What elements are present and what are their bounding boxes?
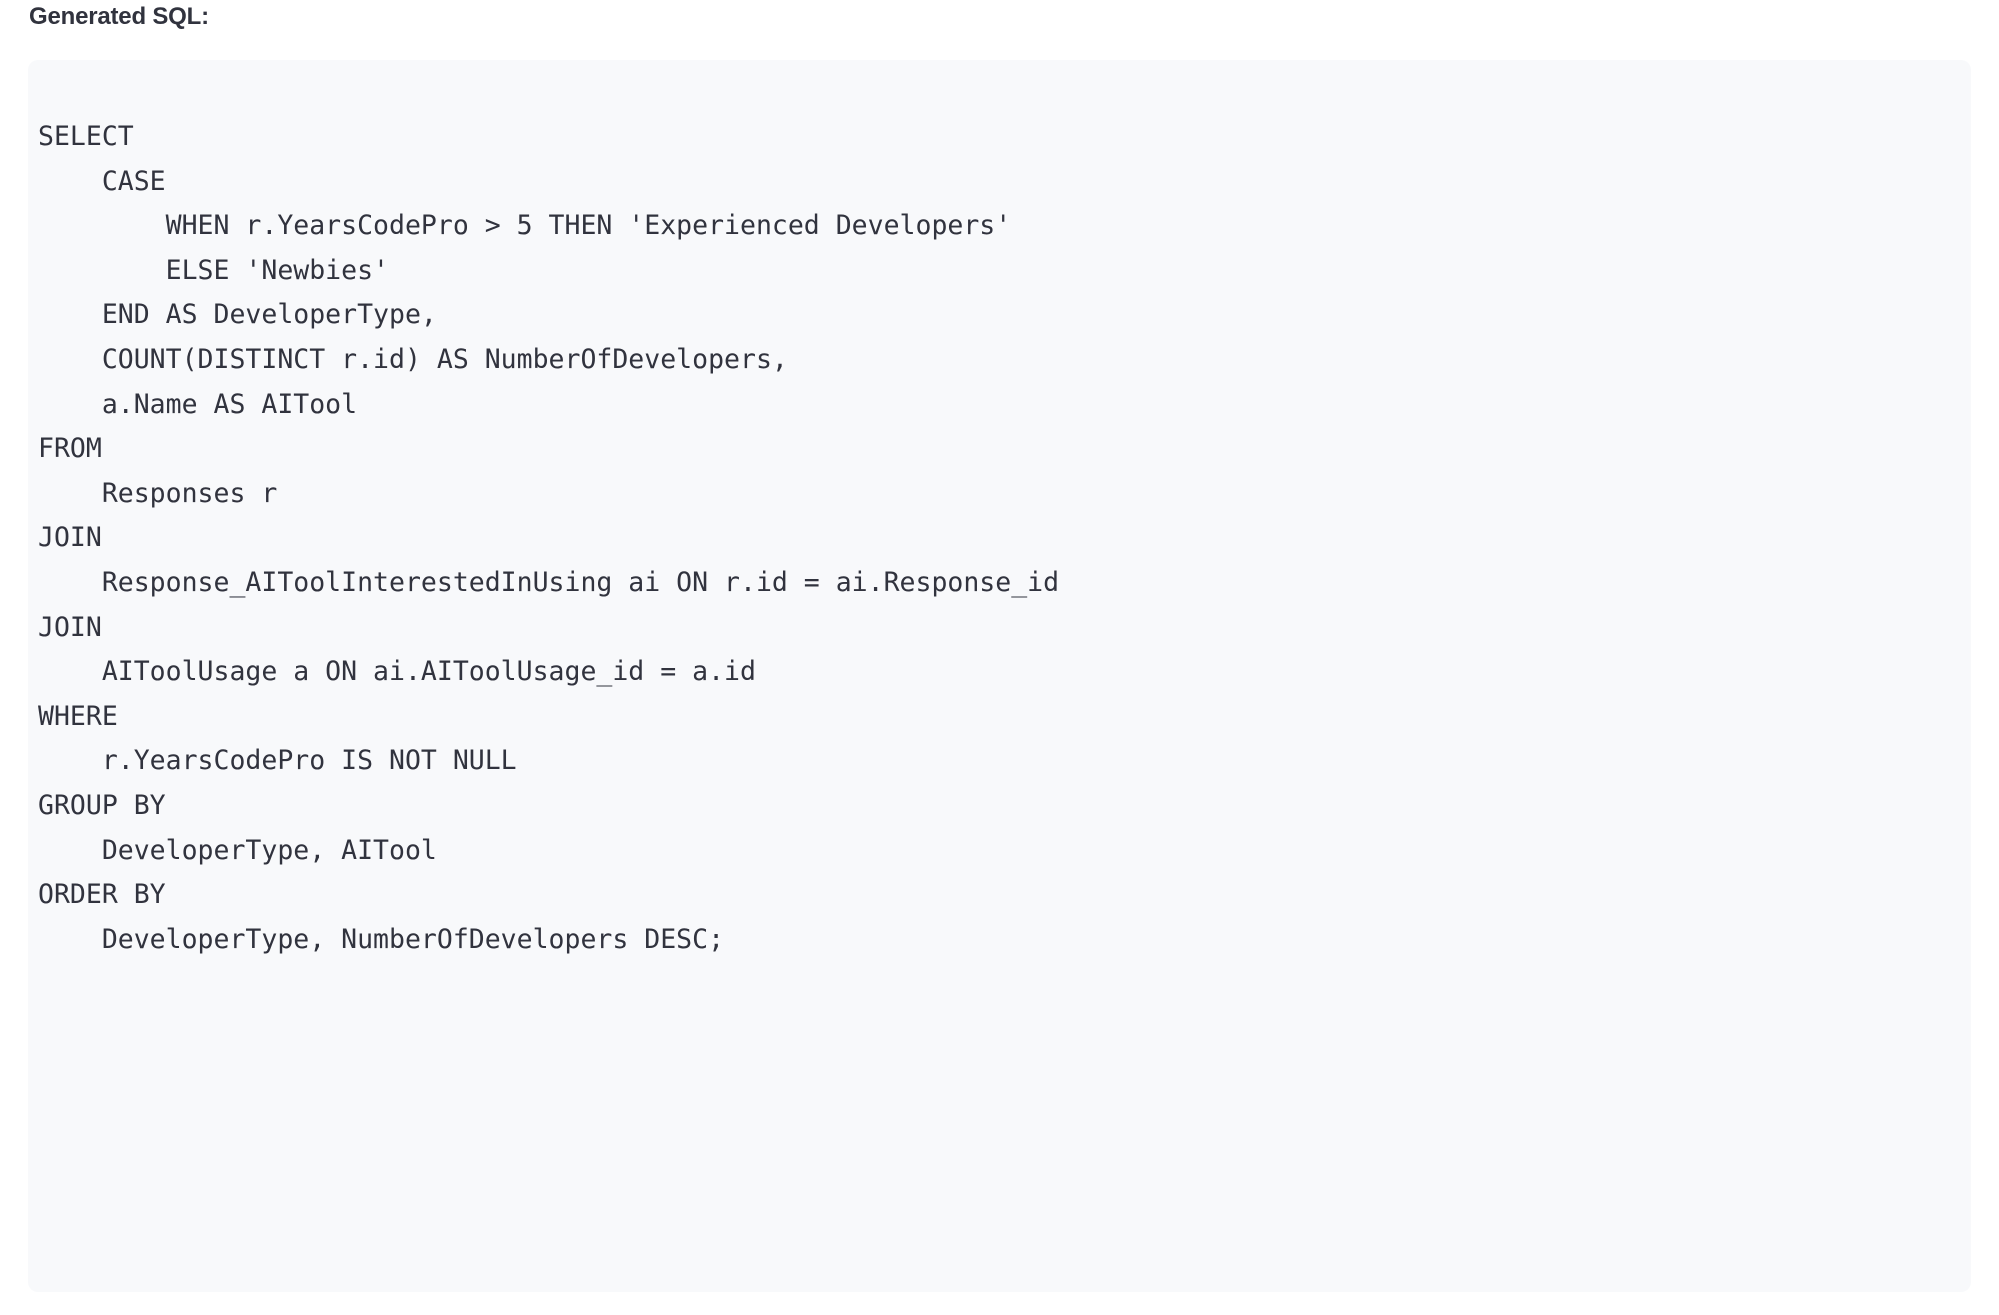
sql-code-line: ELSE 'Newbies' xyxy=(38,254,389,286)
sql-code-line: DeveloperType, NumberOfDevelopers DESC; xyxy=(38,923,725,955)
sql-code-line: CASE xyxy=(38,165,166,197)
sql-code-line: JOIN xyxy=(38,611,102,643)
sql-code-scroll-area[interactable]: SELECT CASE WHEN r.YearsCodePro > 5 THEN… xyxy=(28,60,1971,1292)
sql-code-line: r.YearsCodePro IS NOT NULL xyxy=(38,745,517,777)
sql-code-line: Response_AIToolInterestedInUsing ai ON r… xyxy=(38,566,1060,598)
sql-code-line: ORDER BY xyxy=(38,879,166,911)
sql-code-line: WHERE xyxy=(38,700,118,732)
sql-code-block: SELECT CASE WHEN r.YearsCodePro > 5 THEN… xyxy=(28,60,1971,1292)
sql-code-line: DeveloperType, AITool xyxy=(38,834,437,866)
page-title: Generated SQL: xyxy=(29,3,209,30)
sql-code-line: END AS DeveloperType, xyxy=(38,299,437,331)
sql-code-line: WHEN r.YearsCodePro > 5 THEN 'Experience… xyxy=(38,210,1012,242)
sql-code-line: AIToolUsage a ON ai.AIToolUsage_id = a.i… xyxy=(38,656,756,688)
sql-code-line: JOIN xyxy=(38,522,102,554)
sql-code-line: FROM xyxy=(38,433,102,465)
sql-code-line: GROUP BY xyxy=(38,789,166,821)
sql-code-line: COUNT(DISTINCT r.id) AS NumberOfDevelope… xyxy=(38,343,788,375)
sql-code-text: SELECT CASE WHEN r.YearsCodePro > 5 THEN… xyxy=(28,115,1971,962)
sql-code-line: a.Name AS AITool xyxy=(38,388,358,420)
sql-code-line: Responses r xyxy=(38,477,278,509)
sql-code-line: SELECT xyxy=(38,121,134,152)
